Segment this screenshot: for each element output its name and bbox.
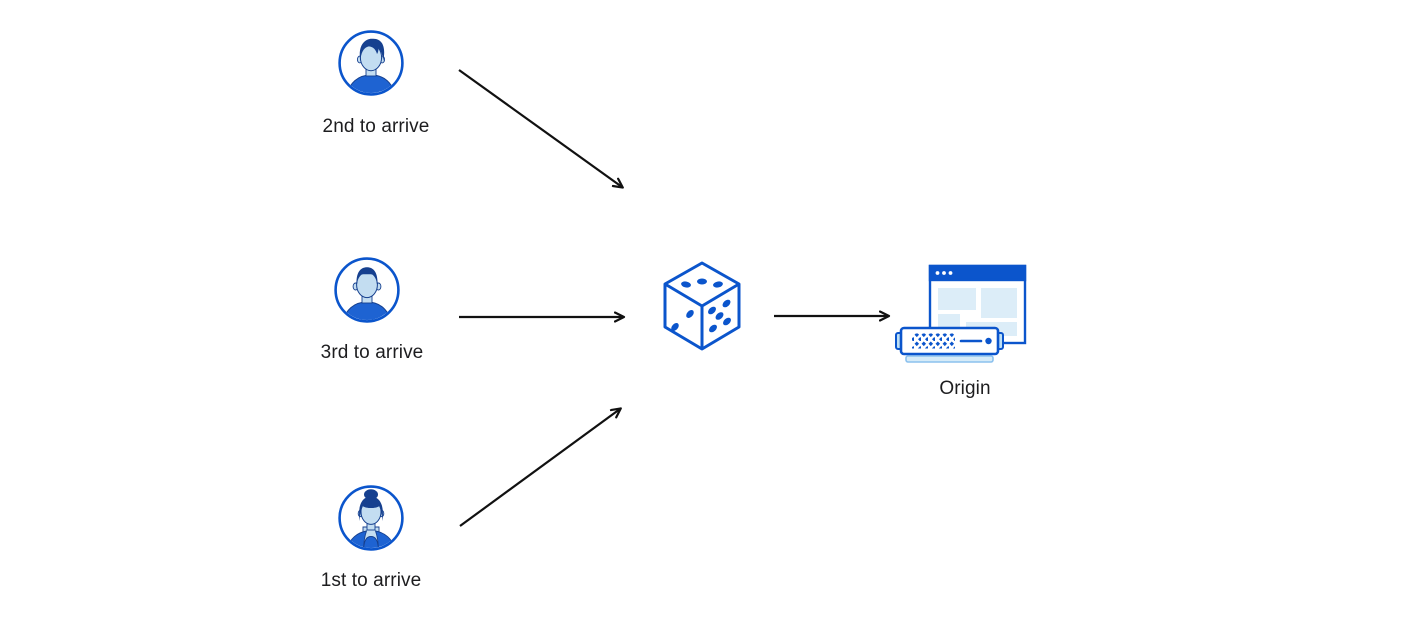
label-origin: Origin: [939, 378, 991, 399]
label-third-to-arrive: 3rd to arrive: [320, 342, 424, 363]
arrow-first-to-dice: [459, 409, 620, 527]
avatar-man-swept-hair-icon: [338, 30, 404, 96]
label-second-to-arrive: 2nd to arrive: [322, 116, 430, 137]
dice-icon: [663, 261, 741, 351]
origin-server-icon: [895, 264, 1027, 363]
avatar-woman-bun-icon: [338, 485, 404, 551]
label-first-to-arrive: 1st to arrive: [320, 570, 422, 591]
avatar-man-short-hair-icon: [334, 257, 400, 323]
arrow-second-to-dice: [458, 69, 622, 187]
server-icon: [895, 326, 1004, 363]
